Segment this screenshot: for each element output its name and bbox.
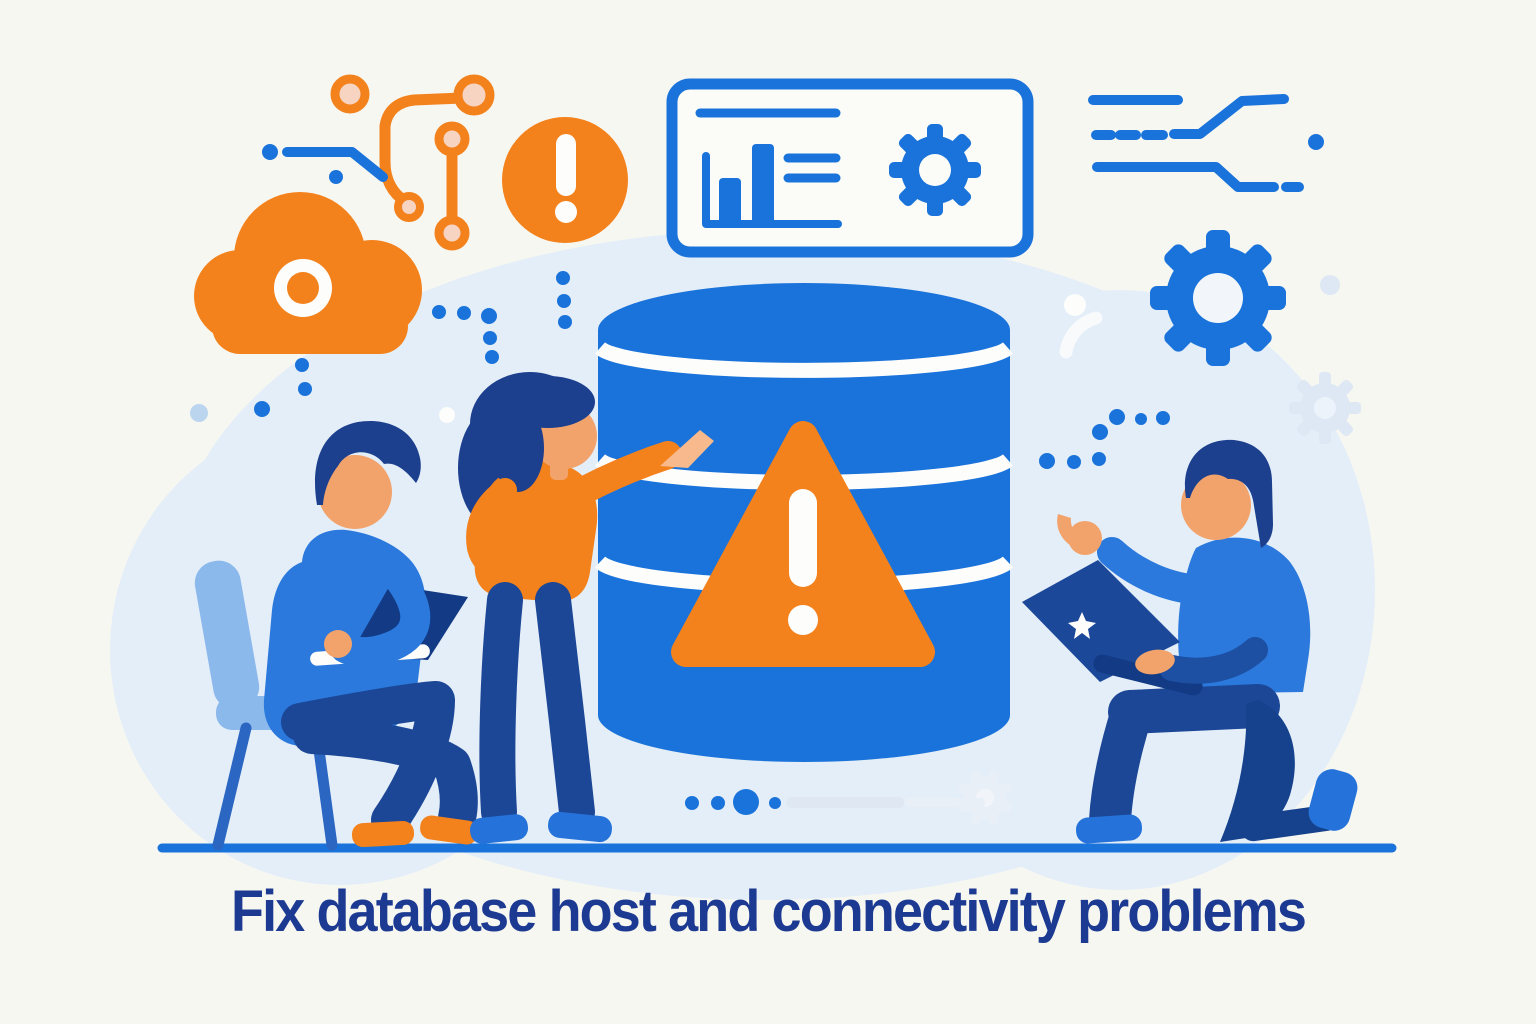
bar-chart-icon: [702, 144, 842, 228]
arm-bent: [466, 478, 517, 582]
hand-typing: [1135, 649, 1175, 675]
leg: [535, 582, 595, 830]
sparkle-dots: [439, 294, 1103, 423]
head: [318, 455, 392, 529]
caption-title: Fix database host and connectivity probl…: [230, 879, 1307, 944]
hair: [1184, 439, 1273, 548]
arm-raised: [1097, 537, 1215, 605]
network-lines-right-icon: [1088, 94, 1324, 192]
circuit-trace-icon: [330, 74, 495, 251]
hair: [315, 420, 421, 505]
ghost-gear-icon: [958, 275, 1361, 825]
torso: [1178, 537, 1311, 694]
pagination-dots-icon: [685, 789, 985, 815]
leg-shin: [1089, 691, 1153, 841]
shoe-front: [1075, 814, 1143, 844]
person-right: [1022, 439, 1358, 844]
hand-raised: [1068, 521, 1102, 555]
arm-raised: [552, 441, 682, 514]
leg-back: [1220, 700, 1295, 842]
laptop-logo: [1068, 612, 1096, 639]
warning-triangle-icon: [671, 421, 935, 667]
gear-icon: [889, 124, 981, 216]
arm: [330, 565, 431, 668]
gear-icon-large: [1150, 230, 1286, 366]
decor-dots: [190, 271, 1170, 469]
shoe: [420, 815, 478, 845]
shoe: [469, 814, 529, 844]
laptop-icon: [1022, 560, 1203, 696]
arm-typing: [1159, 637, 1268, 684]
person-left: [194, 420, 478, 851]
hand-pointing: [660, 430, 714, 468]
hand: [324, 630, 352, 658]
shoe: [548, 811, 612, 843]
head: [1181, 470, 1251, 540]
dashboard-panel-icon: [666, 78, 1034, 258]
alert-circle-icon: [502, 117, 628, 243]
leg: [479, 582, 523, 830]
cloud-icon: [194, 192, 422, 354]
shoe-back: [1308, 769, 1358, 831]
network-lines-left-icon: [262, 144, 388, 184]
shoe: [351, 820, 415, 848]
person-middle: [458, 372, 714, 844]
leg: [293, 716, 478, 837]
leg: [281, 681, 455, 839]
